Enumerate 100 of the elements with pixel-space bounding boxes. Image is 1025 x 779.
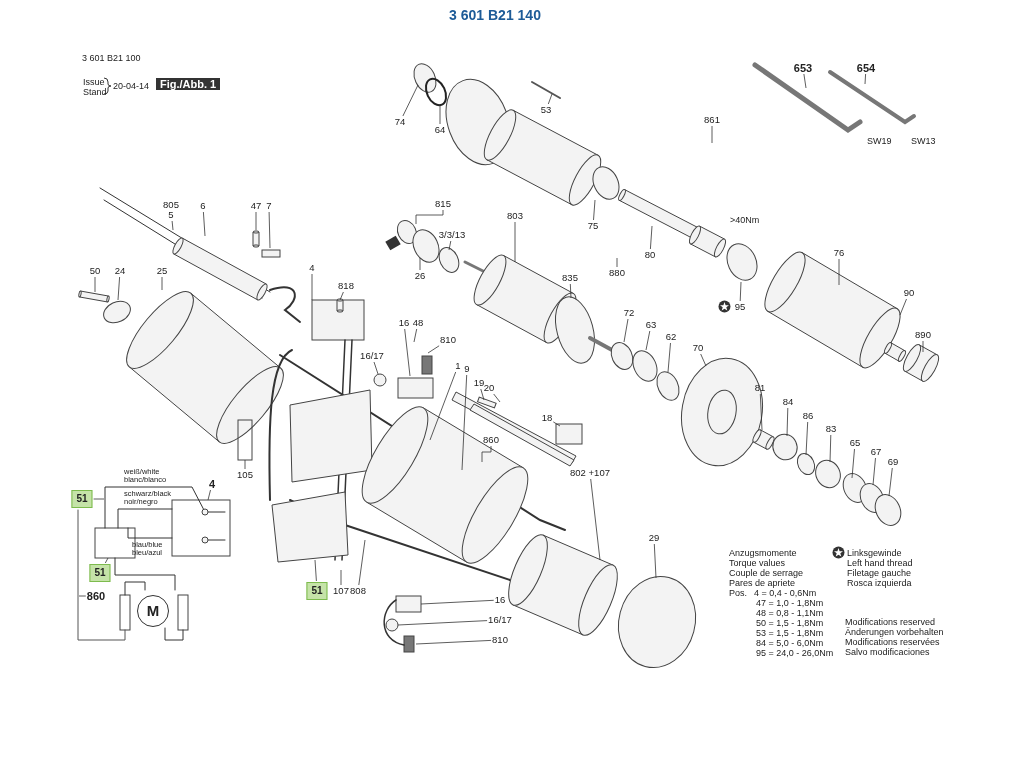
- leader-line: [590, 478, 601, 561]
- callout-number: 4: [208, 479, 216, 489]
- callout-number: 16/17: [488, 615, 512, 625]
- leader-line: [203, 211, 206, 237]
- callout-number: 860: [86, 591, 106, 601]
- leader-line: [339, 291, 344, 301]
- callout-number: 7: [266, 201, 272, 211]
- callout-number: 653: [793, 63, 813, 73]
- callout-number: 880: [609, 268, 625, 278]
- part-number: 3 601 B21 100: [82, 53, 141, 63]
- torque-heading: Pares de apriete: [729, 578, 796, 588]
- thread-note: Linksgewinde: [847, 548, 902, 558]
- leader-line: [803, 73, 807, 89]
- leader-line: [429, 371, 457, 441]
- leader-line: [888, 467, 893, 497]
- torque-value: 50 = 1,5 - 1,8Nm: [756, 618, 824, 628]
- leader-line: [461, 374, 468, 471]
- leader-line: [268, 211, 271, 249]
- leader-line: [872, 457, 876, 486]
- leader-line: [829, 434, 832, 463]
- callout-number: 62: [665, 332, 677, 342]
- callout-number: 815: [435, 199, 451, 209]
- leader-line: [805, 421, 809, 456]
- thread-note: Filetage gauche: [847, 568, 912, 578]
- torque-value: 47 = 1,0 - 1,8Nm: [756, 598, 824, 608]
- leader-line: [117, 276, 120, 301]
- torque-value: 4 = 0,4 - 0,6Nm: [754, 588, 817, 598]
- callout-number: 84: [782, 397, 794, 407]
- callout-number: 86: [802, 411, 814, 421]
- callout-number: 16: [398, 318, 410, 328]
- callout-number: 64: [434, 125, 446, 135]
- leader-line: [255, 211, 257, 231]
- motor-symbol: M: [137, 595, 169, 627]
- callout-number: 29: [648, 533, 660, 543]
- leader-line: [439, 103, 441, 125]
- callout-number: 24: [114, 266, 126, 276]
- leader-line: [314, 559, 317, 582]
- callout-number: 83: [825, 424, 837, 434]
- callout-number: 808: [350, 586, 366, 596]
- callout-number: 860: [483, 435, 499, 445]
- disclaimer: Salvo modificaciones: [845, 647, 930, 657]
- callout-number: 810: [492, 635, 508, 645]
- leader-line: [851, 448, 855, 479]
- leader-line: [404, 328, 411, 377]
- callout-number: 80: [644, 250, 656, 260]
- callout-number: 81: [754, 383, 766, 393]
- leader-line: [207, 489, 211, 501]
- leader-line: [899, 298, 907, 316]
- torque-heading: Anzugsmomente: [729, 548, 797, 558]
- disclaimer: Modifications reservées: [845, 637, 940, 647]
- callout-number: 16: [494, 595, 506, 605]
- callout-number: 63: [645, 320, 657, 330]
- callout-number: 861: [704, 115, 720, 125]
- leader-line: [427, 345, 440, 354]
- leader-line: [480, 388, 485, 401]
- callout-number: 75: [587, 221, 599, 231]
- callout-number: 51: [71, 490, 93, 508]
- callout-number: 890: [915, 330, 931, 340]
- leader-line: [244, 459, 246, 470]
- leader-line: [623, 318, 629, 343]
- callout-number: 802 +107: [570, 468, 610, 478]
- callout-number: 835: [562, 273, 578, 283]
- leader-line: [93, 498, 105, 500]
- callout-number: 51: [306, 582, 328, 600]
- thread-note: Left hand thread: [847, 558, 913, 568]
- title: 3 601 B21 140: [448, 7, 542, 23]
- revision-label: Issue: [83, 77, 105, 87]
- callout-number: 26: [414, 271, 426, 281]
- leader-line: [552, 421, 561, 427]
- leader-line: [645, 330, 651, 351]
- callout-number: 803: [507, 211, 523, 221]
- callout-number: 53: [540, 105, 552, 115]
- torque-value: 84 = 5,0 - 6,0Nm: [756, 638, 824, 648]
- callout-number: 69: [887, 457, 899, 467]
- thread-note: Rosca izquierda: [847, 578, 912, 588]
- leader-line: [415, 209, 444, 225]
- wrench-size: SW13: [911, 136, 936, 146]
- leader-line: [94, 276, 96, 293]
- leader-line: [838, 258, 840, 286]
- torque-value: 48 = 0,8 - 1,1Nm: [756, 608, 824, 618]
- leader-line: [171, 220, 174, 231]
- leader-line: [739, 281, 742, 302]
- torque-note: >40Nm: [730, 215, 760, 225]
- callout-number: 51: [89, 564, 111, 582]
- callout-number: 6: [200, 201, 206, 211]
- leader-line: [161, 276, 163, 291]
- date: 20-04-14: [113, 81, 150, 91]
- callout-number: 47: [250, 201, 262, 211]
- torque-value: 95 = 24,0 - 26,0Nm: [756, 648, 834, 658]
- leader-line: [358, 539, 366, 586]
- leader-line: [420, 599, 495, 605]
- torque-heading: Torque values: [729, 558, 786, 568]
- leader-line: [78, 595, 87, 597]
- leader-line: [650, 225, 653, 250]
- leader-line: [593, 199, 596, 221]
- callout-number: 810: [440, 335, 456, 345]
- leader-line: [667, 342, 671, 373]
- callout-number: 20: [483, 383, 495, 393]
- leader-line: [786, 407, 789, 437]
- callout-number: 50: [89, 266, 101, 276]
